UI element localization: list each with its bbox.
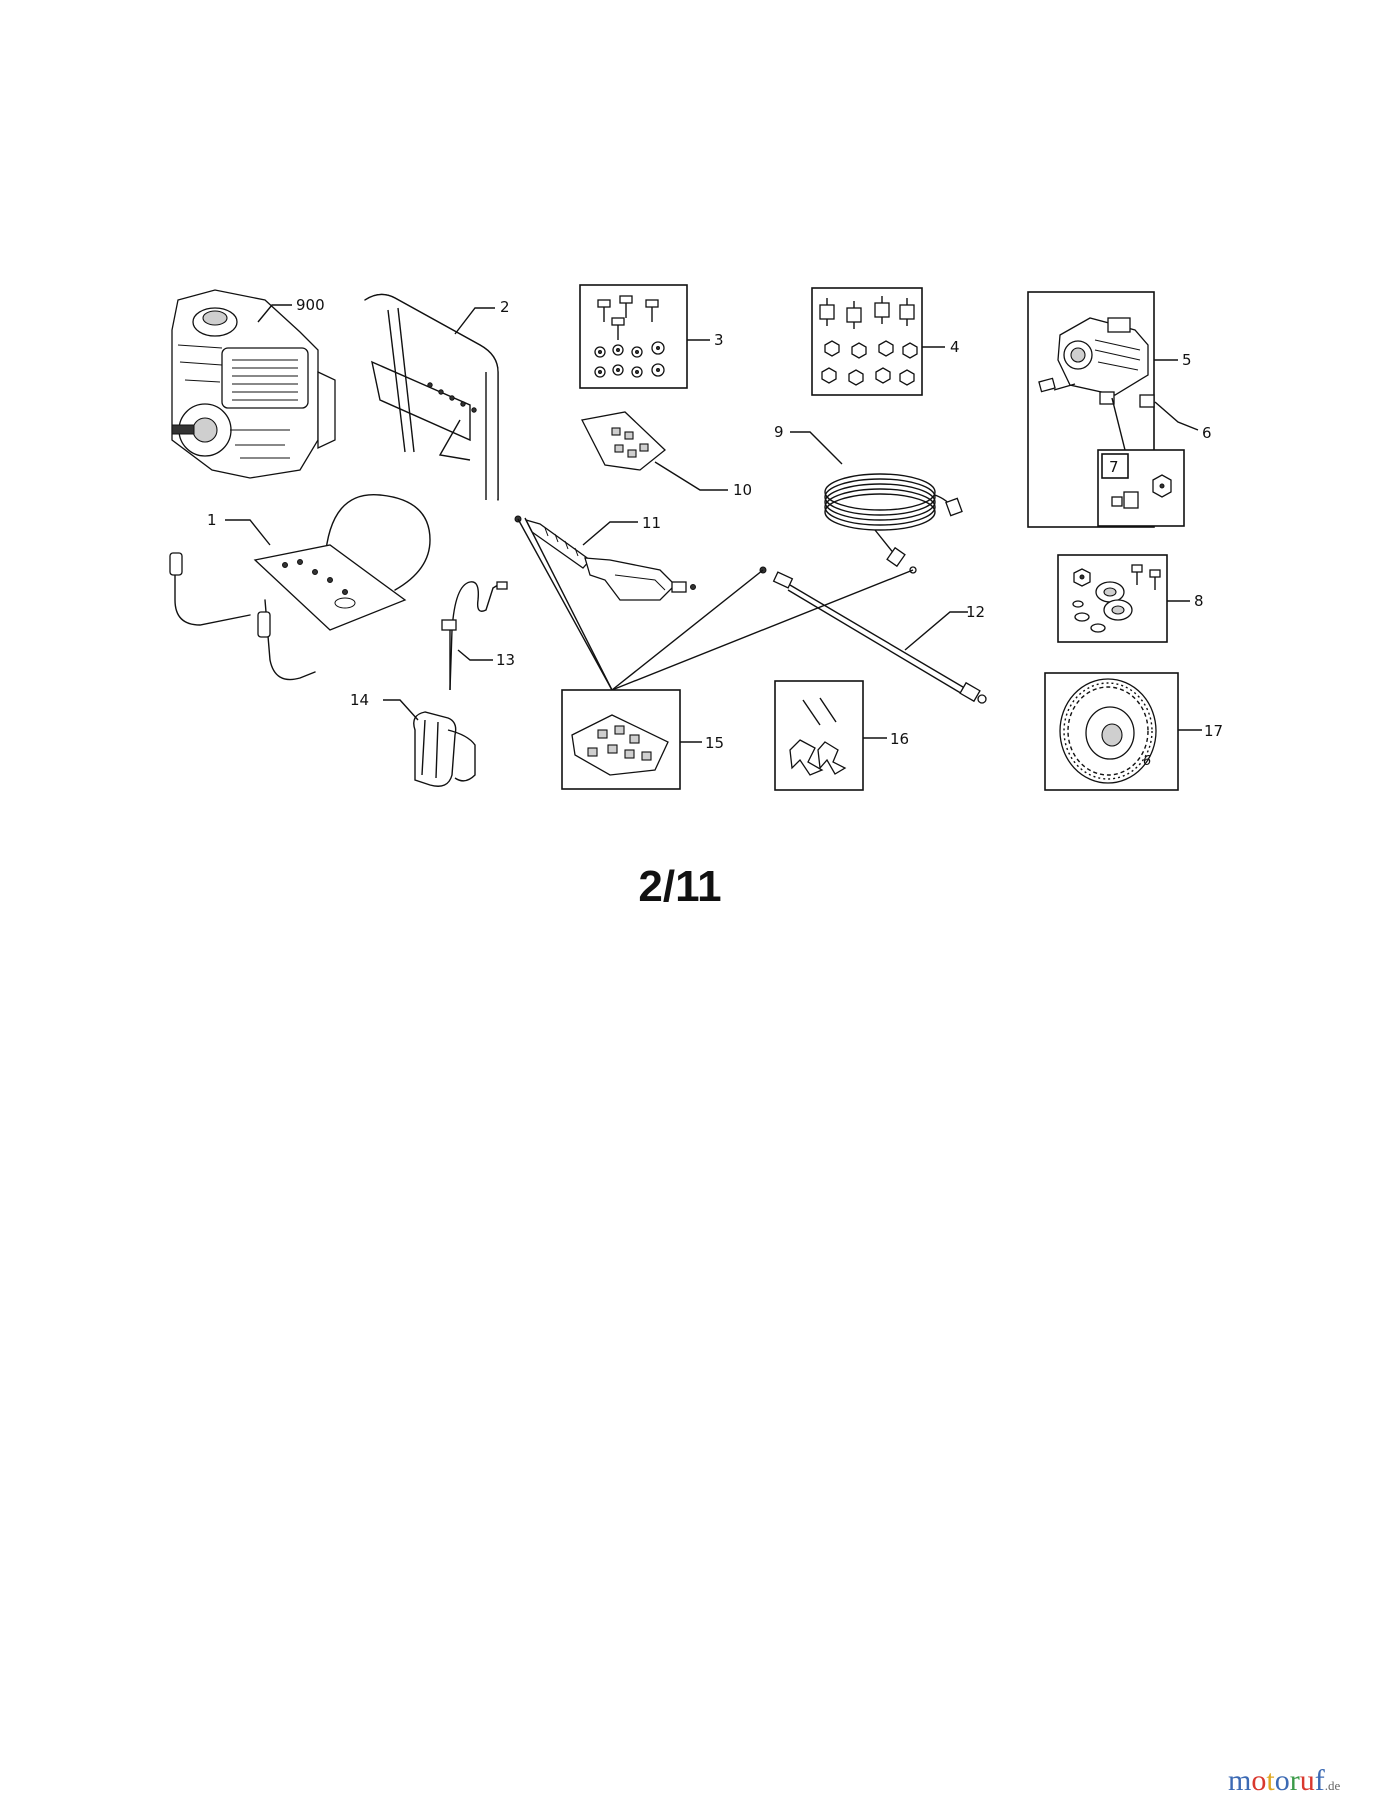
part-6-leader [1154,401,1199,431]
part-14-leader [383,699,419,721]
part-10-nozzle-set-illustration [581,411,666,471]
part-9-label: 9 [774,423,784,441]
part-4-isolators-illustration [819,296,918,386]
part-7-valve-illustration [1111,474,1172,509]
part-1-leader [225,519,271,546]
part-11-leader [582,521,638,546]
part-900-label: 900 [296,296,325,314]
watermark-letter: u [1299,1764,1315,1797]
motoruf-watermark[interactable]: motoruf.de [1228,1764,1340,1798]
part-10-leader [654,461,728,491]
part-13-leader [457,649,493,661]
part-5-label: 5 [1182,351,1192,369]
watermark-letter: r [1289,1764,1300,1797]
part-8-label: 8 [1194,592,1204,610]
part-900-engine-illustration [171,289,336,479]
part-3-hardware-illustration [594,295,665,378]
watermark-letter: o [1251,1764,1267,1797]
part-17-wheel-illustration: 6 [1059,678,1157,784]
part-7-label: 7 [1109,458,1119,476]
part-11-spray-gun-illustration [514,515,696,601]
part-1-label: 1 [207,511,217,529]
page-number: 2/11 [638,862,722,911]
watermark-letter: o [1274,1764,1290,1797]
part-11-label: 11 [642,514,661,532]
part-16-knobs-illustration [789,697,847,776]
part-16-label: 16 [890,730,909,748]
part-9-hose-illustration [824,473,963,574]
part-12-label: 12 [966,603,985,621]
part-15-kit-leaders [517,517,914,691]
part-13-cable-illustration [441,581,508,691]
part-16-box [774,680,864,791]
part-6-label: 6 [1202,424,1212,442]
part-14-holder-illustration [413,711,476,787]
part-17-label: 17 [1204,722,1223,740]
watermark-letter: f [1314,1764,1325,1797]
part-5-pump-illustration [1038,317,1155,408]
part-7-label-box [1101,453,1129,479]
part-15-kit-illustration [571,714,669,776]
part-10-label: 10 [733,481,752,499]
part-1-frame-illustration [169,494,431,681]
watermark-suffix: .de [1324,1778,1341,1793]
part-17-tire-mark: 6 [1143,754,1151,769]
part-12-leader [904,611,968,651]
part-2-handle-illustration [364,293,499,501]
part-9-leader [790,431,843,465]
part-14-label: 14 [350,691,369,709]
watermark-letter: m [1228,1764,1252,1797]
part-7-leader [1111,397,1126,451]
part-2-label: 2 [500,298,510,316]
part-2-leader [454,307,495,335]
watermark-letter: t [1266,1764,1275,1797]
part-3-label: 3 [714,331,724,349]
part-4-label: 4 [950,338,960,356]
part-15-label: 15 [705,734,724,752]
part-8-bearings-illustration [1072,564,1161,633]
part-900-leader [257,304,292,323]
part-13-label: 13 [496,651,515,669]
